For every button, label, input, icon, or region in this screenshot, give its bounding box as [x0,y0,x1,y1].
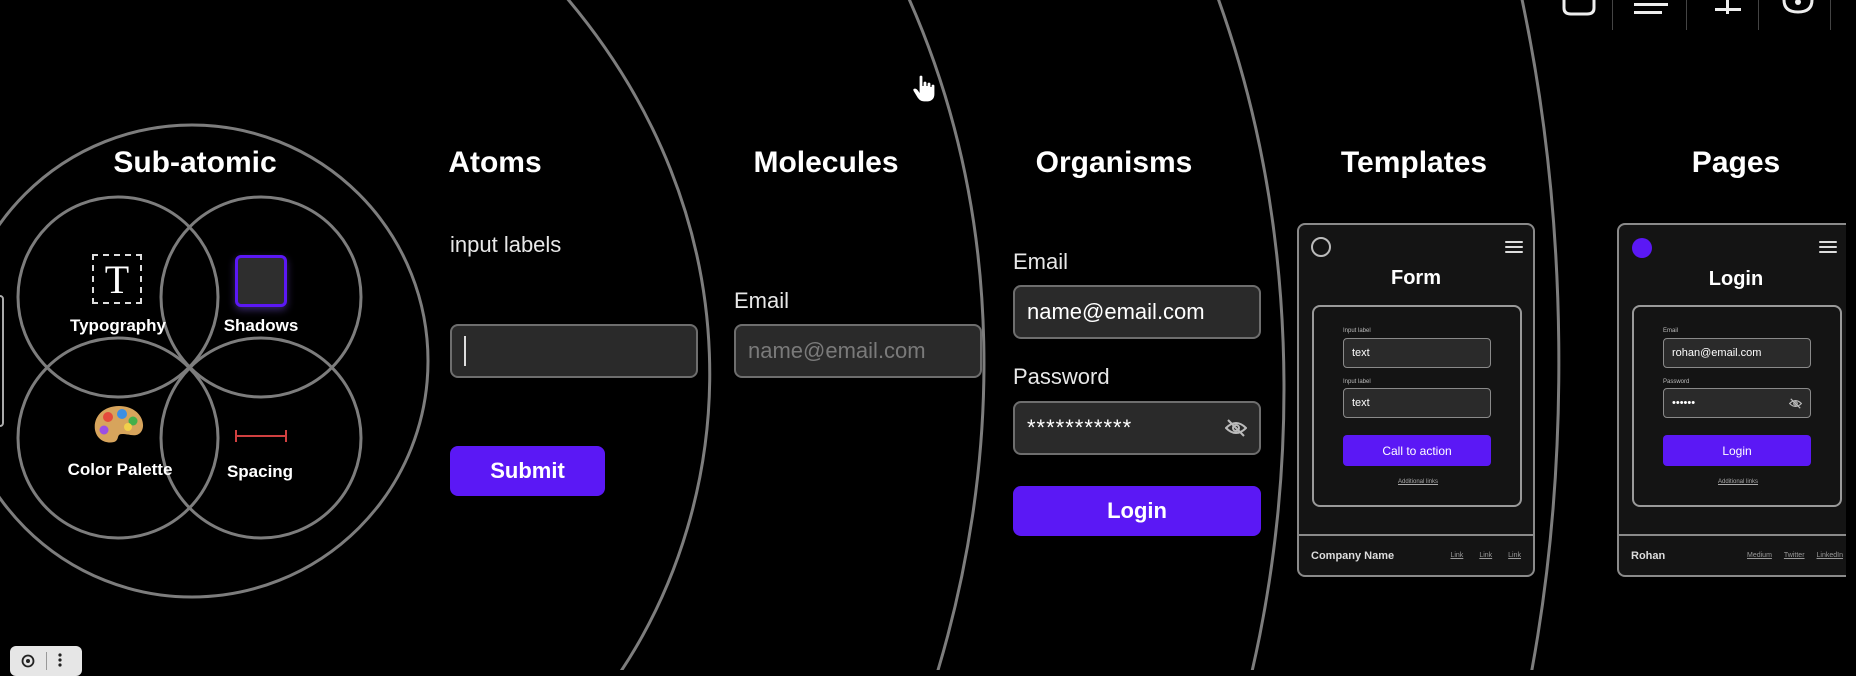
email-value: name@email.com [1027,299,1205,324]
toolbar-divider [1686,0,1687,30]
organisms-email-field[interactable]: name@email.com [1013,285,1261,339]
align-button[interactable] [1630,0,1672,22]
bottom-left-toolbar [10,646,82,676]
page-title: Login [1708,268,1764,290]
footer-link[interactable]: LinkedIn [1816,552,1843,559]
align-icon [1634,3,1668,14]
typography-icon: T [92,254,142,304]
venn-circle-typography [16,195,220,399]
page-login-card: Email rohan@email.com Password •••••• Lo… [1632,305,1842,507]
more-icon[interactable] [57,652,63,668]
add-button[interactable] [1708,0,1748,22]
toolbar-separator [46,652,47,670]
templates-arc [1520,0,1561,670]
molecules-email-label: Email [734,288,790,313]
compass-button[interactable] [1776,0,1820,22]
template-label-2: Input label [1343,379,1371,385]
spacing-icon [235,430,287,442]
heading-pages: Pages [1691,146,1781,179]
page-footer: Rohan Medium Twitter LinkedIn [1619,534,1855,575]
page-password-value: •••••• [1672,397,1696,409]
template-field-2-value: text [1352,397,1370,409]
molecules-email-field[interactable]: name@email.com [734,324,982,378]
toolbar-divider [1612,0,1613,30]
comment-icon [1562,0,1596,16]
template-form-card: Input label text Input label text Call t… [1312,305,1522,507]
toolbar-divider [1830,0,1831,30]
password-value: *********** [1027,415,1133,440]
template-title: Form [1391,267,1441,289]
submit-button[interactable]: Submit [450,446,605,496]
template-field-2[interactable]: text [1343,388,1491,418]
template-label-1: Input label [1343,328,1371,334]
organisms-password-field[interactable]: *********** [1013,401,1261,455]
page-label-email: Email [1663,328,1679,334]
template-footer: Company Name Link Link Link [1299,534,1533,575]
page-footer-name: Rohan [1631,549,1666,562]
molecules-arc [907,0,986,670]
text-caret [464,336,466,366]
page-password-field[interactable]: •••••• [1663,388,1811,418]
toolbar-divider [1758,0,1759,30]
heading-organisms: Organisms [1035,146,1193,179]
template-additional-link[interactable]: Additional links [1397,479,1439,485]
right-edge-strip [1846,0,1856,670]
venn-circle-shadows [159,195,363,399]
eye-off-icon[interactable] [1225,419,1247,437]
plus-icon [1715,0,1741,14]
email-placeholder: name@email.com [748,338,926,363]
footer-link[interactable]: Link [1479,552,1493,559]
logo-icon [1632,238,1652,258]
compass-icon [1782,0,1814,14]
palette-icon [94,406,144,443]
footer-link[interactable]: Twitter [1783,552,1805,559]
organisms-arc [1216,0,1286,670]
call-to-action-button[interactable]: Call to action [1343,435,1491,466]
template-field-1-value: text [1352,347,1370,359]
left-edge-panel [0,295,4,427]
template-field-1[interactable]: text [1343,338,1491,368]
atoms-input-label: input labels [450,232,562,257]
footer-link[interactable]: Link [1508,552,1521,559]
comment-button[interactable] [1558,0,1600,22]
template-phone: Form Input label text Input label text C… [1297,223,1535,577]
typography-glyph: T [104,256,130,302]
heading-molecules: Molecules [753,146,899,179]
heading-atoms: Atoms [448,146,542,179]
page-label-password: Password [1663,379,1690,385]
page-login-button[interactable]: Login [1663,435,1811,466]
label-typography: Typography [69,316,167,335]
organisms-email-label: Email [1013,249,1069,274]
menu-icon[interactable] [1505,238,1523,256]
venn-circle-color-palette [16,336,220,540]
atoms-arc [566,0,712,670]
label-shadows: Shadows [223,316,299,335]
page-phone: Login Email rohan@email.com Password •••… [1617,223,1855,577]
footer-link[interactable]: Link [1450,552,1464,559]
hand-cursor-icon [912,74,936,103]
template-footer-links: Link Link Link [1450,552,1521,559]
eye-off-icon[interactable] [1789,397,1802,409]
organisms-login-button[interactable]: Login [1013,486,1261,536]
page-email-value: rohan@email.com [1672,347,1762,359]
footer-link[interactable]: Medium [1747,552,1772,559]
menu-icon[interactable] [1819,238,1837,256]
label-color-palette: Color Palette [67,460,173,479]
page-footer-links: Medium Twitter LinkedIn [1747,552,1843,559]
heading-subatomic: Sub-atomic [113,146,277,179]
organisms-password-label: Password [1013,364,1110,389]
heading-templates: Templates [1340,146,1488,179]
label-spacing: Spacing [226,462,294,481]
page-additional-link[interactable]: Additional links [1717,479,1759,485]
shadow-swatch [235,255,287,307]
subatomic-ring [0,123,430,599]
camera-icon[interactable] [20,652,36,668]
atoms-text-input[interactable] [450,324,698,378]
template-footer-name: Company Name [1311,549,1395,562]
logo-placeholder-icon [1311,237,1331,257]
venn-circle-spacing [159,336,363,540]
page-email-field[interactable]: rohan@email.com [1663,338,1811,368]
